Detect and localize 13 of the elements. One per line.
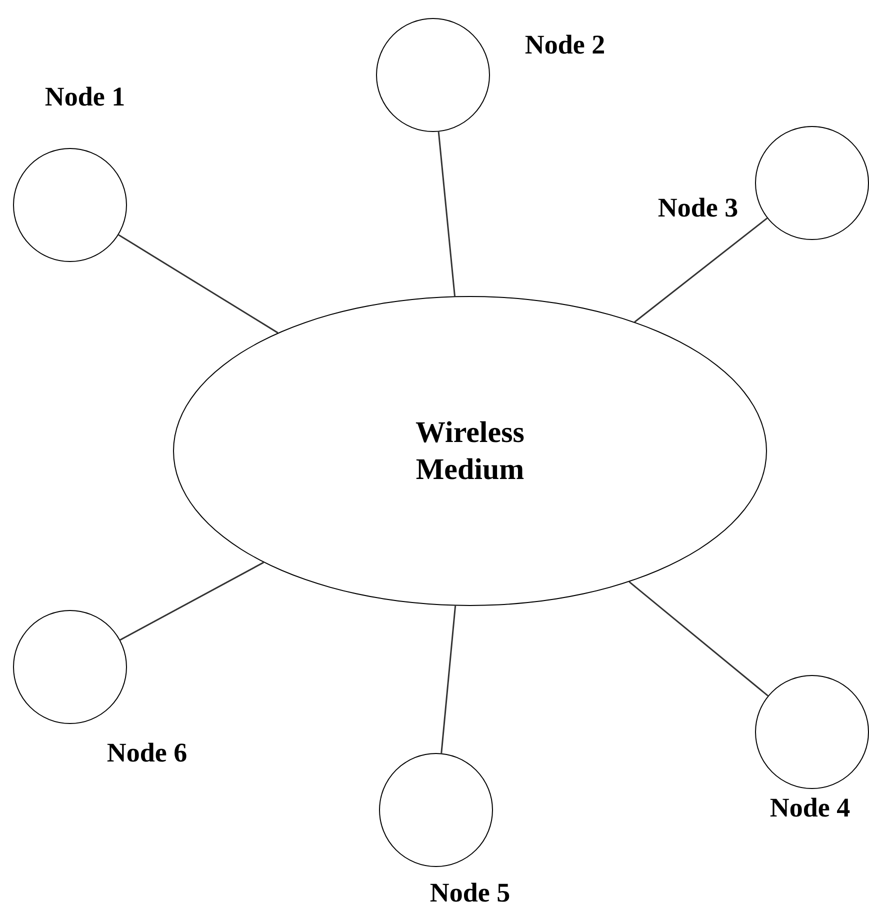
node-label: Node 6 [106, 738, 188, 768]
connector-line [440, 606, 456, 754]
connector-line [120, 562, 264, 641]
node-label: Node 5 [430, 878, 510, 908]
connector-line [438, 132, 456, 296]
node-label: Node 2 [524, 30, 606, 60]
connector-line [634, 218, 768, 323]
connector-line [628, 581, 768, 696]
node-label: Node 3 [658, 192, 738, 224]
connector-line [118, 234, 278, 334]
node-label: Node 1 [44, 82, 126, 112]
node-label: Wireless Medium [414, 414, 526, 488]
node-label: Node 4 [770, 792, 850, 824]
